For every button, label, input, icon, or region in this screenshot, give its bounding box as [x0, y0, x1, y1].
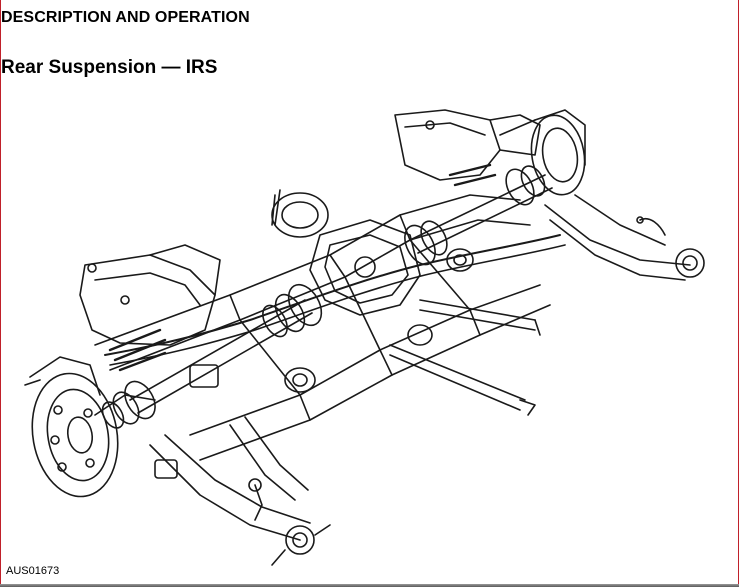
right-mount-bracket — [394, 109, 541, 181]
differential — [271, 189, 421, 316]
left-brake-rotor — [24, 356, 156, 498]
toe-links — [389, 299, 541, 416]
bushings — [154, 248, 474, 521]
left-lower-arm — [149, 416, 331, 566]
suspension-illustration — [0, 95, 739, 587]
right-halfshaft — [404, 165, 553, 266]
right-lower-arm — [544, 194, 705, 281]
stabilizer-bar — [104, 234, 566, 366]
left-mount-bracket — [79, 244, 221, 346]
spring-link — [108, 163, 497, 372]
bottom-rule — [0, 584, 739, 587]
figure-caption-id: AUS01673 — [6, 565, 60, 577]
right-brake-rotor — [499, 109, 586, 196]
section-heading: DESCRIPTION AND OPERATION — [1, 9, 250, 26]
page-title: Rear Suspension — IRS — [1, 57, 218, 78]
